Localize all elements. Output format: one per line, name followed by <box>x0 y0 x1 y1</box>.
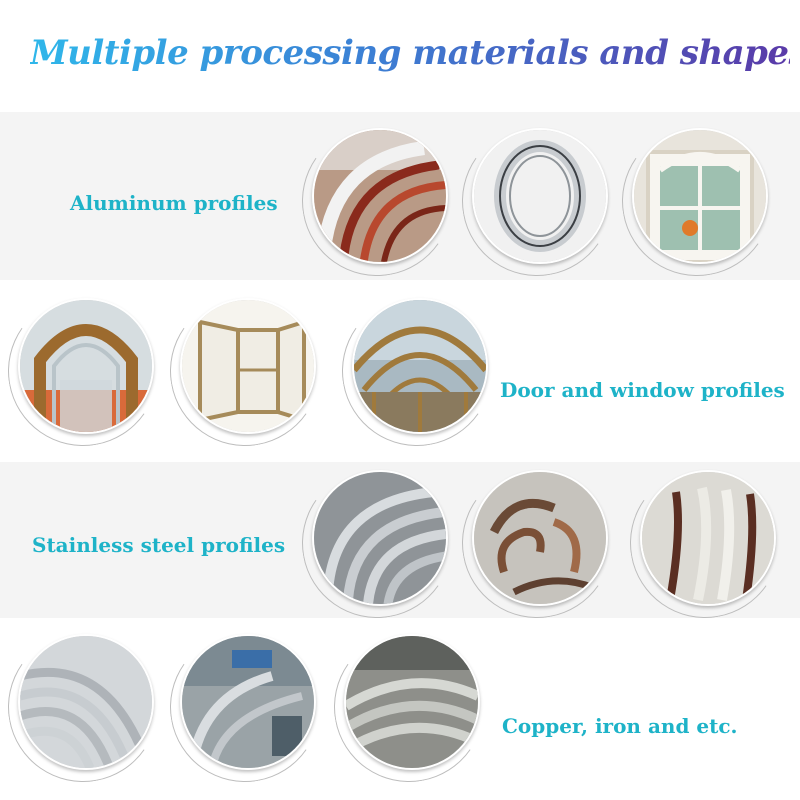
label-aluminum-profiles: Aluminum profiles <box>70 191 278 215</box>
label-copper-iron-etc: Copper, iron and etc. <box>502 714 738 738</box>
photo-factory-bending <box>180 634 316 770</box>
label-stainless-steel-profiles: Stainless steel profiles <box>32 533 286 557</box>
page-title: Multiple processing materials and shapes <box>30 28 800 78</box>
photo-arched-window-frame <box>632 128 768 264</box>
photo-curved-aluminum-bars <box>312 128 448 264</box>
photo-bent-steel-pieces <box>472 470 608 606</box>
label-door-window-profiles: Door and window profiles <box>500 378 785 402</box>
photo-bent-aluminum-rails <box>18 634 154 770</box>
photo-arched-sunroom-frame <box>352 298 488 434</box>
photo-bent-channel-profiles <box>312 470 448 606</box>
photo-round-aluminum-ring <box>472 128 608 264</box>
photo-large-bent-sheets <box>344 634 480 770</box>
photo-curved-strip-profiles <box>640 470 776 606</box>
photo-arched-door-frame <box>18 298 154 434</box>
photo-bay-window-frame <box>180 298 316 434</box>
